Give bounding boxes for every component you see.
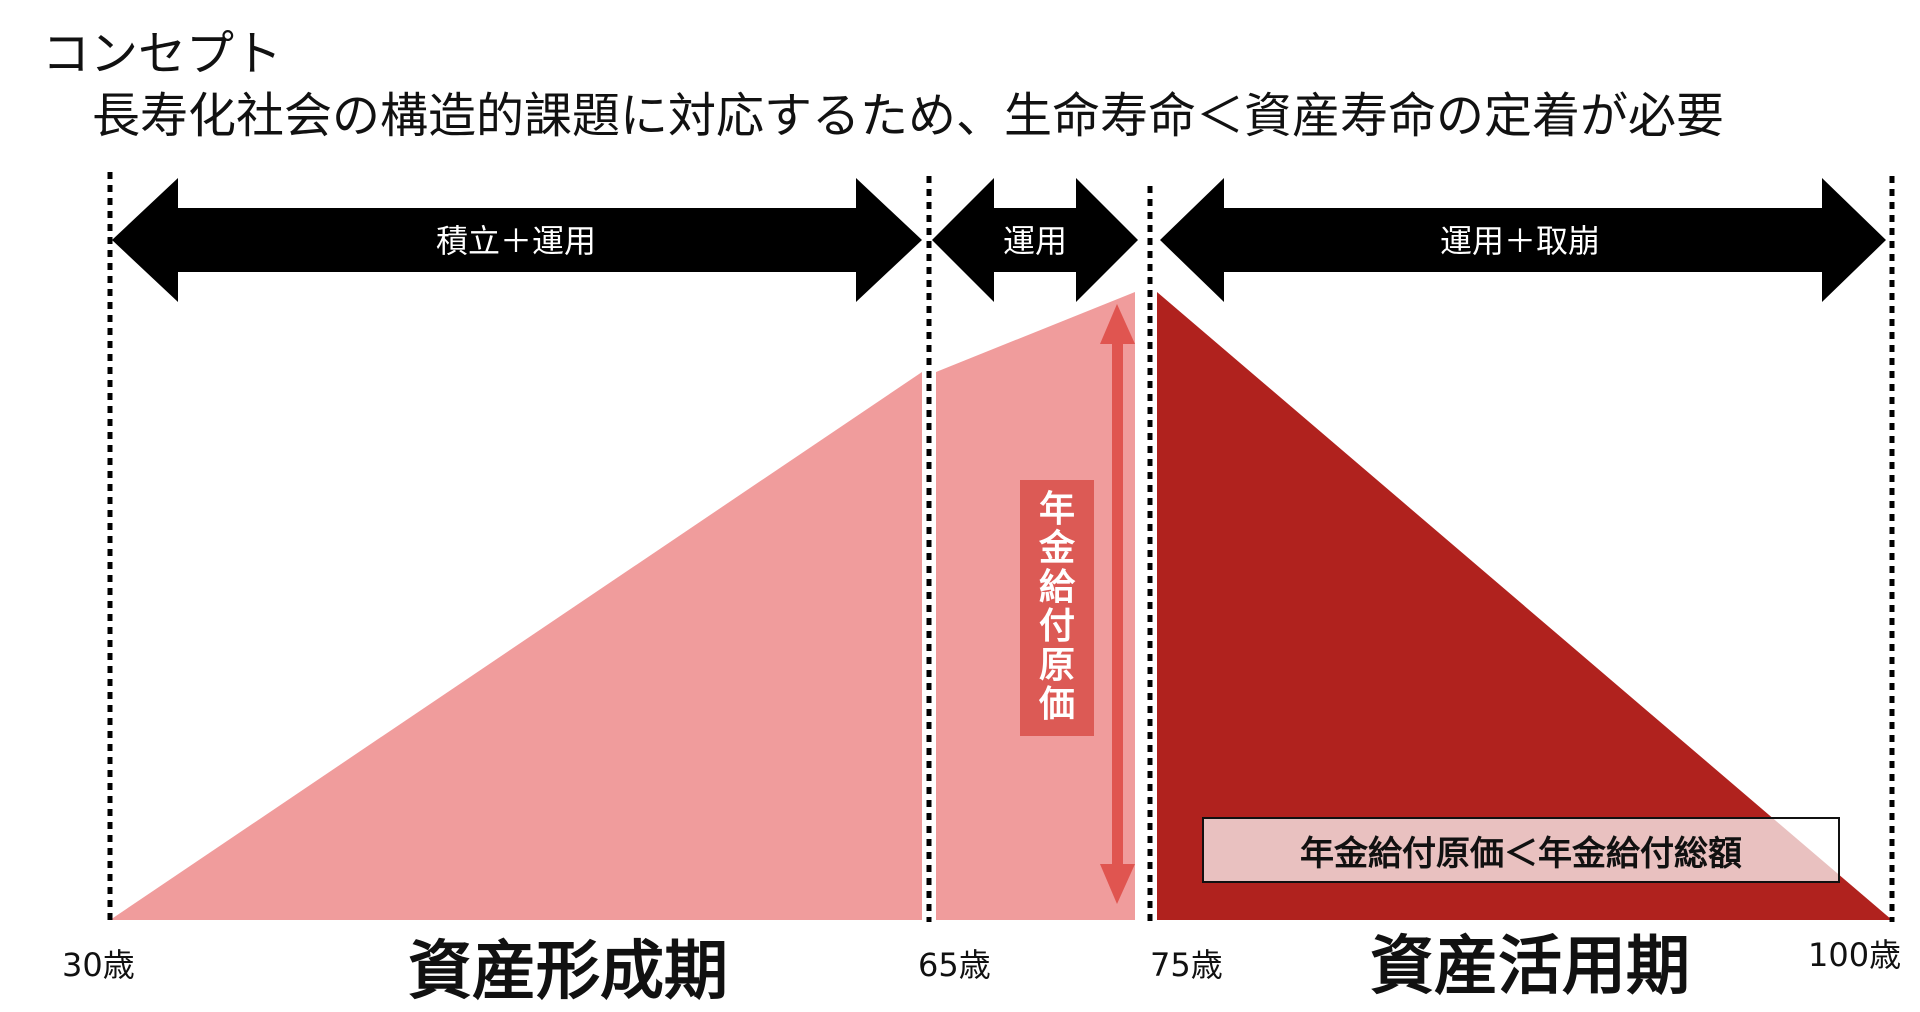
- accumulate-arrow-label: 積立＋運用: [436, 222, 596, 260]
- formation-period-label: 資産形成期: [408, 935, 728, 1009]
- age-label-100: 100歳: [1808, 936, 1902, 974]
- page-subtitle: 長寿化社会の構造的課題に対応するため、生命寿命＜資産寿命の定着が必要: [92, 88, 1725, 144]
- pension-arrow-head-up: [1100, 304, 1135, 344]
- comparison-box: 年金給付原価＜年金給付総額: [1202, 817, 1840, 883]
- pension-arrow-head-down: [1100, 864, 1135, 904]
- accumulate-arrow: [112, 178, 922, 302]
- age-label-65: 65歳: [918, 946, 991, 984]
- page-title: コンセプト: [42, 26, 283, 82]
- pension-cost-label-char: 付: [1038, 606, 1075, 647]
- pension-arrow-shaft: [1112, 338, 1123, 868]
- invest-withdraw-arrow: [1160, 178, 1886, 302]
- invest-withdraw-arrow-label: 運用＋取崩: [1440, 222, 1600, 260]
- invest-arrow: [932, 178, 1138, 302]
- pension-cost-label-char: 給: [1038, 567, 1075, 609]
- formation-area: [110, 372, 922, 920]
- pension-cost-label-char: 原: [1038, 644, 1075, 686]
- pension-cost-label-char: 年: [1038, 489, 1075, 531]
- utilization-period-label: 資産活用期: [1370, 930, 1690, 1004]
- pension-cost-label-char: 金: [1038, 528, 1075, 570]
- invest-arrow-label: 運用: [1003, 222, 1067, 260]
- pension-cost-label: 年金給付原価: [1020, 480, 1094, 736]
- utilization-area: [1157, 292, 1892, 920]
- pension-cost-label-char: 価: [1038, 683, 1075, 725]
- age-label-30: 30歳: [62, 946, 135, 984]
- age-label-75: 75歳: [1150, 946, 1223, 984]
